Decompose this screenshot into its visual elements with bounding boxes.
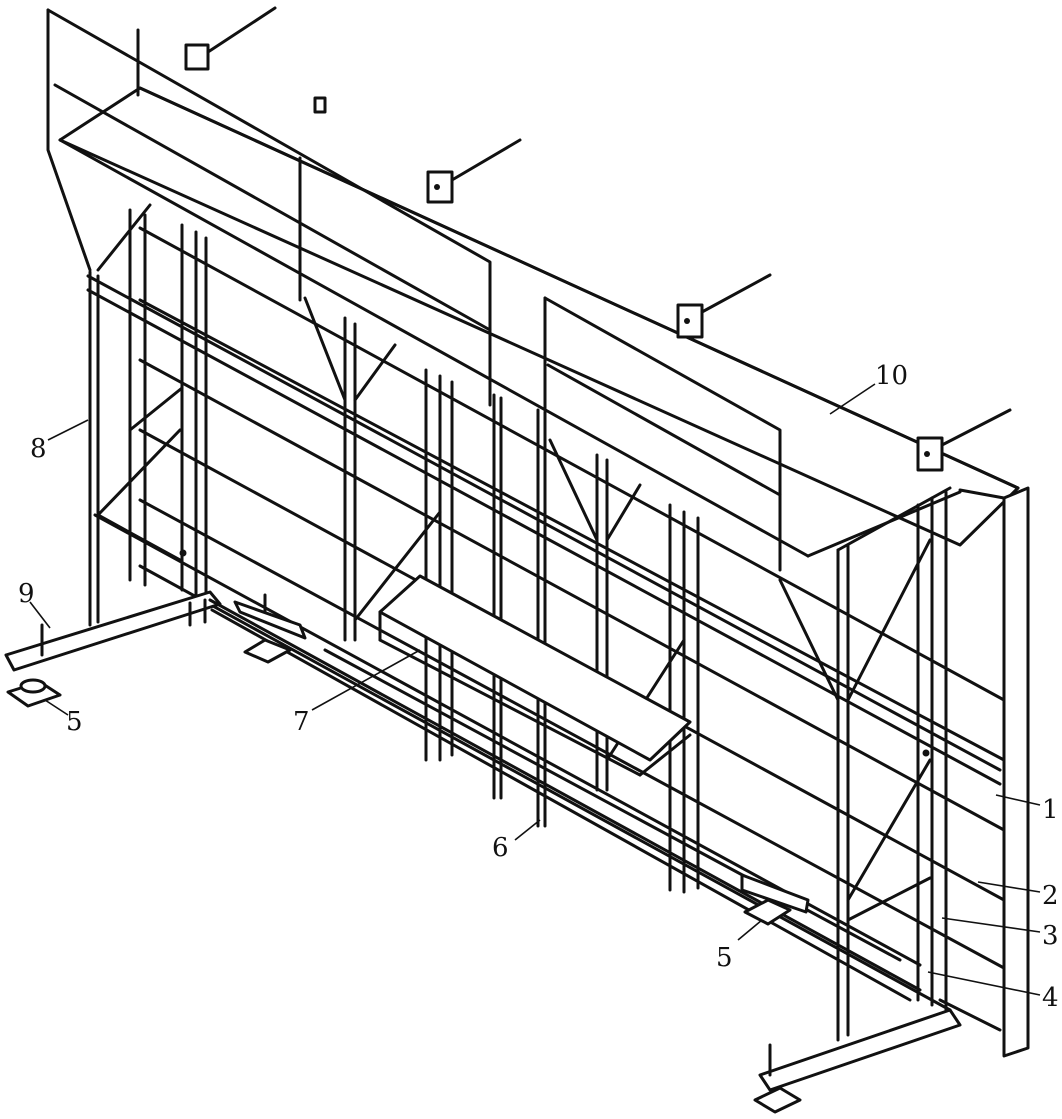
support-frame-left — [88, 203, 184, 627]
callout-8: 8 — [30, 434, 47, 464]
foot-bottom — [753, 1086, 802, 1114]
lug-2-rod — [450, 138, 522, 182]
working-tray — [378, 574, 692, 777]
platform-back-edge — [138, 86, 1020, 490]
adjust-rods — [492, 393, 547, 828]
lug-1-rod — [206, 6, 277, 54]
callout-3: 3 — [1042, 921, 1059, 951]
callout-2: 2 — [1042, 881, 1059, 911]
lug-1 — [184, 43, 210, 71]
foot-mid — [243, 638, 292, 664]
leveling-feet — [6, 600, 810, 1114]
callout-4: 4 — [1042, 983, 1059, 1013]
guardrail-mid-right — [546, 363, 782, 497]
wedge-mid — [233, 600, 307, 640]
leader-lines — [29, 383, 1041, 996]
guardrail-mid-left — [53, 83, 492, 332]
guardrail-left — [46, 8, 92, 272]
lifting-lugs — [184, 6, 1012, 472]
support-frame-mid — [303, 296, 442, 642]
lug-2 — [426, 170, 454, 204]
lug-4-rod — [940, 408, 1012, 447]
callout-10: 10 — [875, 361, 908, 391]
lug-3-rod — [700, 273, 772, 314]
callout-5-right: 5 — [716, 943, 733, 973]
top-platform — [46, 8, 1020, 572]
foot-right — [743, 898, 792, 926]
panel-end-face — [1002, 486, 1030, 1058]
guardrail-top-right — [543, 296, 782, 572]
callout-7: 7 — [293, 707, 310, 737]
panel-face — [179, 223, 1030, 1058]
guardrail-top-left — [46, 8, 492, 407]
base-beam — [4, 590, 1002, 1092]
callout-6: 6 — [492, 833, 509, 863]
callout-1: 1 — [1042, 795, 1059, 825]
small-lug — [313, 96, 327, 114]
callout-9: 9 — [18, 579, 35, 609]
platform-front-edge — [58, 138, 810, 558]
callout-labels: 1 2 3 4 5 5 6 7 8 9 10 — [18, 361, 1059, 1013]
wedge-right — [740, 873, 810, 914]
support-frame-end — [778, 486, 952, 1042]
callout-5-left: 5 — [66, 707, 83, 737]
